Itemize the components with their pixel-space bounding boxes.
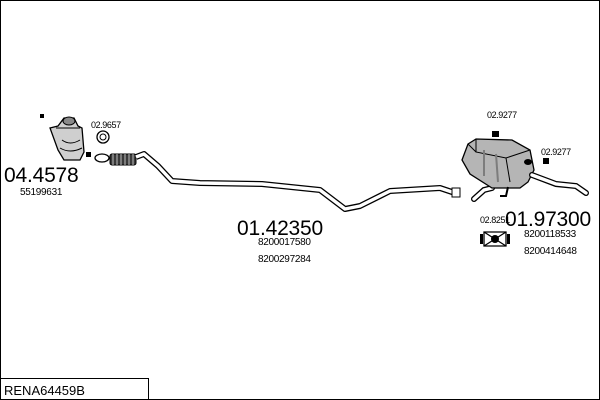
rear-silencer-drawing (461, 131, 589, 202)
middle-pipe-oem-number-1: 8200017580 (258, 237, 311, 248)
rear-mount-drawing (480, 231, 510, 247)
middle-pipe-oem-number-2: 8200297284 (258, 254, 311, 265)
front-clamp-part-number: 02.9657 (91, 120, 121, 130)
front-clamp-drawing (94, 130, 110, 163)
rear-mount-part-number: 02.8251 (480, 215, 510, 225)
middle-pipe-drawing (109, 151, 461, 212)
middle-pipe-part-number: 01.42350 (237, 217, 323, 240)
rear-silencer-part-number: 01.97300 (505, 208, 591, 231)
rear-silencer-oem-number-1: 8200118533 (524, 229, 576, 240)
front-cat-oem-number: 55199631 (20, 187, 63, 198)
rear-silencer-oem-number-2: 8200414648 (524, 246, 577, 257)
rear-hanger-top-part-number: 02.9277 (487, 110, 517, 120)
front-cat-part-number: 04.4578 (4, 164, 79, 187)
reference-code: RENA64459B (4, 383, 85, 398)
catalytic-converter-drawing (40, 114, 91, 161)
reference-box: RENA64459B (0, 378, 149, 399)
rear-hanger-right-part-number: 02.9277 (541, 147, 571, 157)
